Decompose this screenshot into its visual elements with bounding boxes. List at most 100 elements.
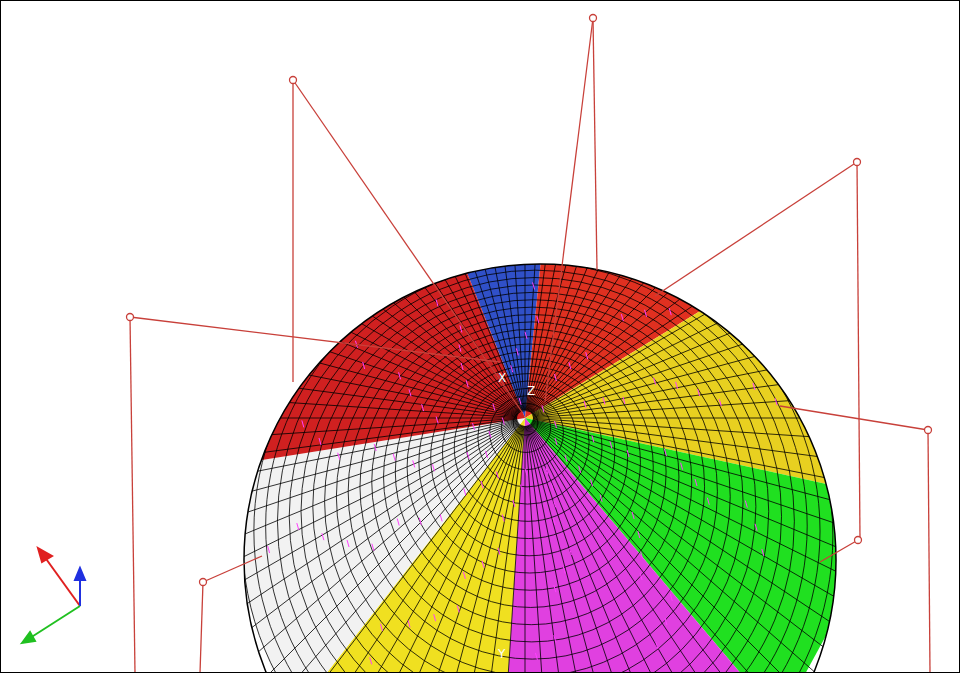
normal-tick xyxy=(399,372,401,379)
mesh-line xyxy=(531,0,960,412)
normal-tick xyxy=(434,614,436,621)
normal-tick xyxy=(432,464,434,471)
cable-line xyxy=(203,556,262,582)
normal-tick xyxy=(600,495,602,502)
normal-tick xyxy=(408,620,410,627)
normal-tick xyxy=(755,524,757,531)
normal-tick xyxy=(413,460,415,467)
mesh-line xyxy=(175,0,521,411)
mesh-line xyxy=(479,0,524,410)
mesh-line xyxy=(529,0,835,411)
normal-tick xyxy=(669,308,671,315)
mesh-line xyxy=(527,426,706,673)
cable-node xyxy=(290,77,297,84)
mesh-line xyxy=(529,0,875,411)
normal-tick xyxy=(698,389,700,396)
mesh-line xyxy=(0,422,518,673)
mesh-line xyxy=(525,426,526,673)
mesh-ring xyxy=(230,233,845,673)
normal-tick xyxy=(555,421,557,428)
normal-tick xyxy=(338,453,340,460)
mesh-line xyxy=(530,424,951,673)
mesh-line xyxy=(388,0,523,410)
cable-node xyxy=(854,159,861,166)
cable-line xyxy=(780,406,928,430)
normal-tick xyxy=(627,450,629,457)
normal-tick xyxy=(464,488,466,495)
normal-tick xyxy=(569,362,571,369)
normal-tick xyxy=(393,454,395,461)
normal-tick xyxy=(419,518,421,525)
normal-tick xyxy=(695,479,697,486)
normal-tick xyxy=(665,618,667,625)
normal-tick xyxy=(546,468,548,475)
normal-tick xyxy=(496,472,498,479)
mesh-line xyxy=(0,29,518,413)
mesh-line xyxy=(529,0,913,411)
normal-tick xyxy=(641,551,643,558)
mesh-line xyxy=(0,423,519,673)
mesh-line xyxy=(529,425,913,673)
normal-tick xyxy=(592,435,594,442)
mesh-line xyxy=(30,0,519,412)
normal-tick xyxy=(347,540,349,547)
normal-tick xyxy=(553,518,555,525)
mesh-line xyxy=(344,0,523,410)
mesh-ring xyxy=(254,248,820,673)
normal-tick xyxy=(372,544,374,551)
mesh-line xyxy=(63,0,519,412)
normal-tick xyxy=(467,452,469,459)
mesh-ring xyxy=(266,255,808,673)
cable-node xyxy=(127,314,134,321)
mesh-line xyxy=(0,281,517,416)
mesh-ring xyxy=(431,359,628,556)
mesh-line xyxy=(0,421,517,643)
normal-tick xyxy=(513,500,515,507)
mesh-ring xyxy=(313,285,756,673)
mesh-line xyxy=(136,0,520,411)
normal-tick xyxy=(268,546,270,553)
mesh-line xyxy=(0,150,518,415)
normal-tick xyxy=(363,362,365,369)
mesh-line xyxy=(99,0,520,412)
normal-tick xyxy=(502,418,504,425)
normal-tick xyxy=(554,585,556,592)
normal-tick xyxy=(380,624,382,631)
mesh-line xyxy=(30,424,519,673)
mesh-line xyxy=(533,421,960,643)
normal-tick xyxy=(681,463,683,470)
normal-tick xyxy=(397,519,399,526)
normal-tick xyxy=(489,431,491,438)
mesh-line xyxy=(0,327,517,417)
normal-tick xyxy=(745,501,747,508)
cable-line xyxy=(593,18,597,270)
normal-tick xyxy=(519,398,521,405)
normal-tick xyxy=(638,531,640,538)
mesh-line xyxy=(529,425,835,673)
normal-tick xyxy=(554,500,556,507)
mesh-line xyxy=(99,424,520,673)
normal-tick xyxy=(457,605,459,612)
normal-tick xyxy=(511,365,513,372)
normal-tick xyxy=(554,374,556,381)
normal-tick xyxy=(498,548,500,555)
normal-tick xyxy=(370,657,372,664)
normal-tick xyxy=(762,549,764,556)
normal-tick xyxy=(676,382,678,389)
axis-label: Y xyxy=(498,648,505,660)
normal-tick xyxy=(640,573,642,580)
mesh-line xyxy=(530,424,960,673)
cable-line xyxy=(130,317,135,673)
cable-line xyxy=(545,18,593,402)
normal-tick xyxy=(486,451,488,458)
mesh-line xyxy=(0,419,517,509)
normal-tick xyxy=(422,404,424,411)
normal-tick xyxy=(555,438,557,445)
normal-tick xyxy=(322,533,324,540)
normal-tick xyxy=(460,325,462,332)
normal-tick xyxy=(542,405,544,412)
normal-tick xyxy=(654,378,656,385)
mesh-line xyxy=(215,0,521,411)
cable-line xyxy=(928,430,930,673)
